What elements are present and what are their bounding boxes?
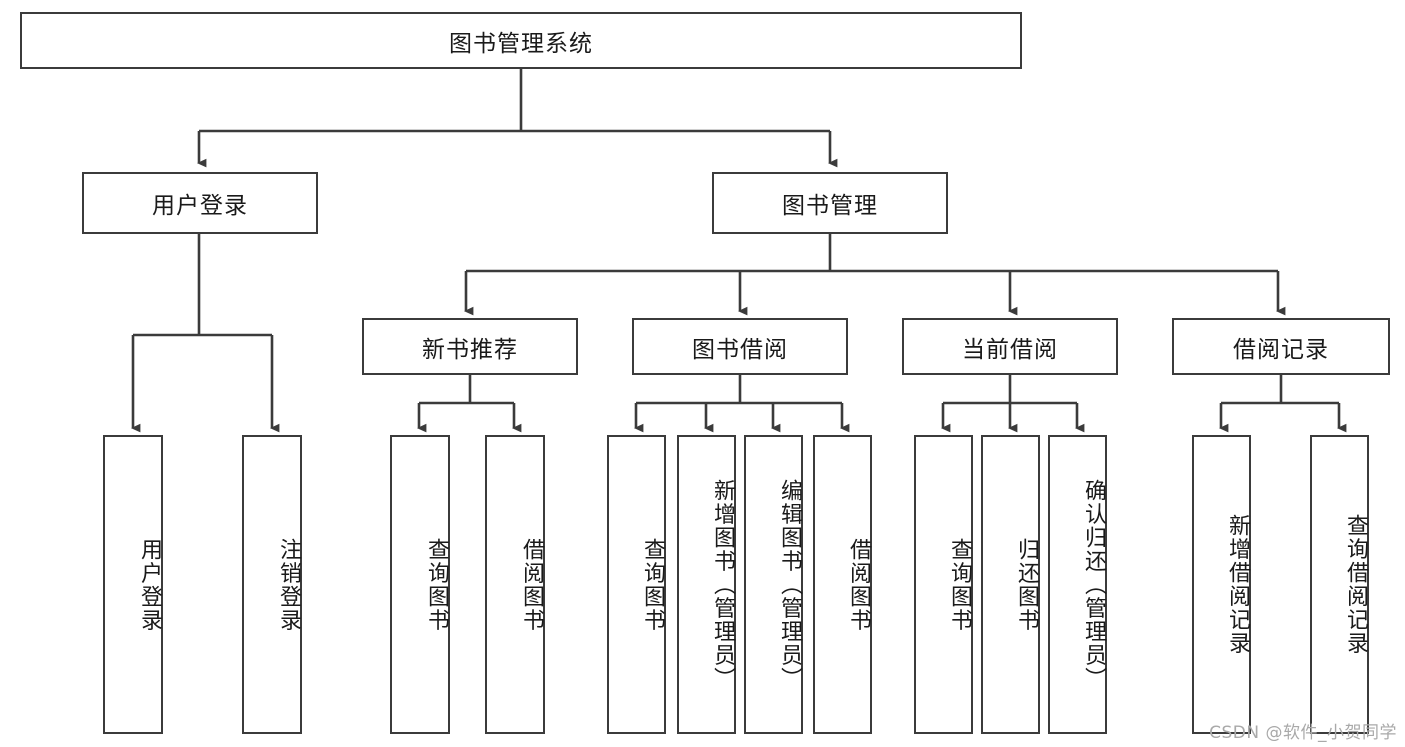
node-label: 新书推荐 — [422, 336, 518, 363]
leaf-return-book[interactable]: 归还图书 — [981, 435, 1040, 734]
leaf-query-book-borrow[interactable]: 查询图书 — [607, 435, 666, 734]
node-current-borrow[interactable]: 当前借阅 — [902, 318, 1118, 375]
node-book-management[interactable]: 图书管理 — [712, 172, 948, 234]
leaf-confirm-return[interactable]: 确认归还（管理员） — [1048, 435, 1107, 734]
leaf-add-borrow-record[interactable]: 新增借阅记录 — [1192, 435, 1251, 734]
node-label: 归还图书 — [1014, 537, 1039, 632]
node-label: 查询图书 — [947, 537, 972, 632]
node-label: 图书借阅 — [692, 336, 788, 363]
node-label: 当前借阅 — [962, 336, 1058, 363]
leaf-borrow-book-recommend[interactable]: 借阅图书 — [485, 435, 545, 734]
node-label: 用户登录 — [137, 537, 162, 632]
node-label: 用户登录 — [152, 193, 248, 219]
node-book-borrow[interactable]: 图书借阅 — [632, 318, 848, 375]
node-borrow-record[interactable]: 借阅记录 — [1172, 318, 1390, 375]
node-root-system[interactable]: 图书管理系统 — [20, 12, 1022, 69]
node-label: 新增借阅记录 — [1225, 514, 1250, 655]
node-label: 编辑图书（管理员） — [777, 478, 802, 691]
leaf-user-login[interactable]: 用户登录 — [103, 435, 163, 734]
leaf-borrow-book[interactable]: 借阅图书 — [813, 435, 872, 734]
node-label: 查询图书 — [640, 537, 665, 632]
node-user-login[interactable]: 用户登录 — [82, 172, 318, 234]
leaf-query-borrow-record[interactable]: 查询借阅记录 — [1310, 435, 1369, 734]
leaf-logout-login[interactable]: 注销登录 — [242, 435, 302, 734]
node-label: 图书管理 — [782, 193, 878, 219]
node-label: 查询图书 — [424, 537, 449, 632]
node-label: 借阅记录 — [1233, 336, 1329, 363]
leaf-query-book-current[interactable]: 查询图书 — [914, 435, 973, 734]
leaf-query-book-recommend[interactable]: 查询图书 — [390, 435, 450, 734]
node-label: 借阅图书 — [519, 537, 544, 632]
node-label: 新增图书（管理员） — [710, 478, 735, 691]
node-label: 查询借阅记录 — [1343, 514, 1368, 655]
node-label: 确认归还（管理员） — [1081, 478, 1106, 691]
node-label: 注销登录 — [276, 537, 301, 632]
node-new-book-recommend[interactable]: 新书推荐 — [362, 318, 578, 375]
node-label: 图书管理系统 — [449, 30, 593, 57]
leaf-add-book[interactable]: 新增图书（管理员） — [677, 435, 736, 734]
leaf-edit-book[interactable]: 编辑图书（管理员） — [744, 435, 803, 734]
watermark-text: CSDN @软件_小贺同学 — [1209, 723, 1397, 743]
node-label: 借阅图书 — [846, 537, 871, 632]
